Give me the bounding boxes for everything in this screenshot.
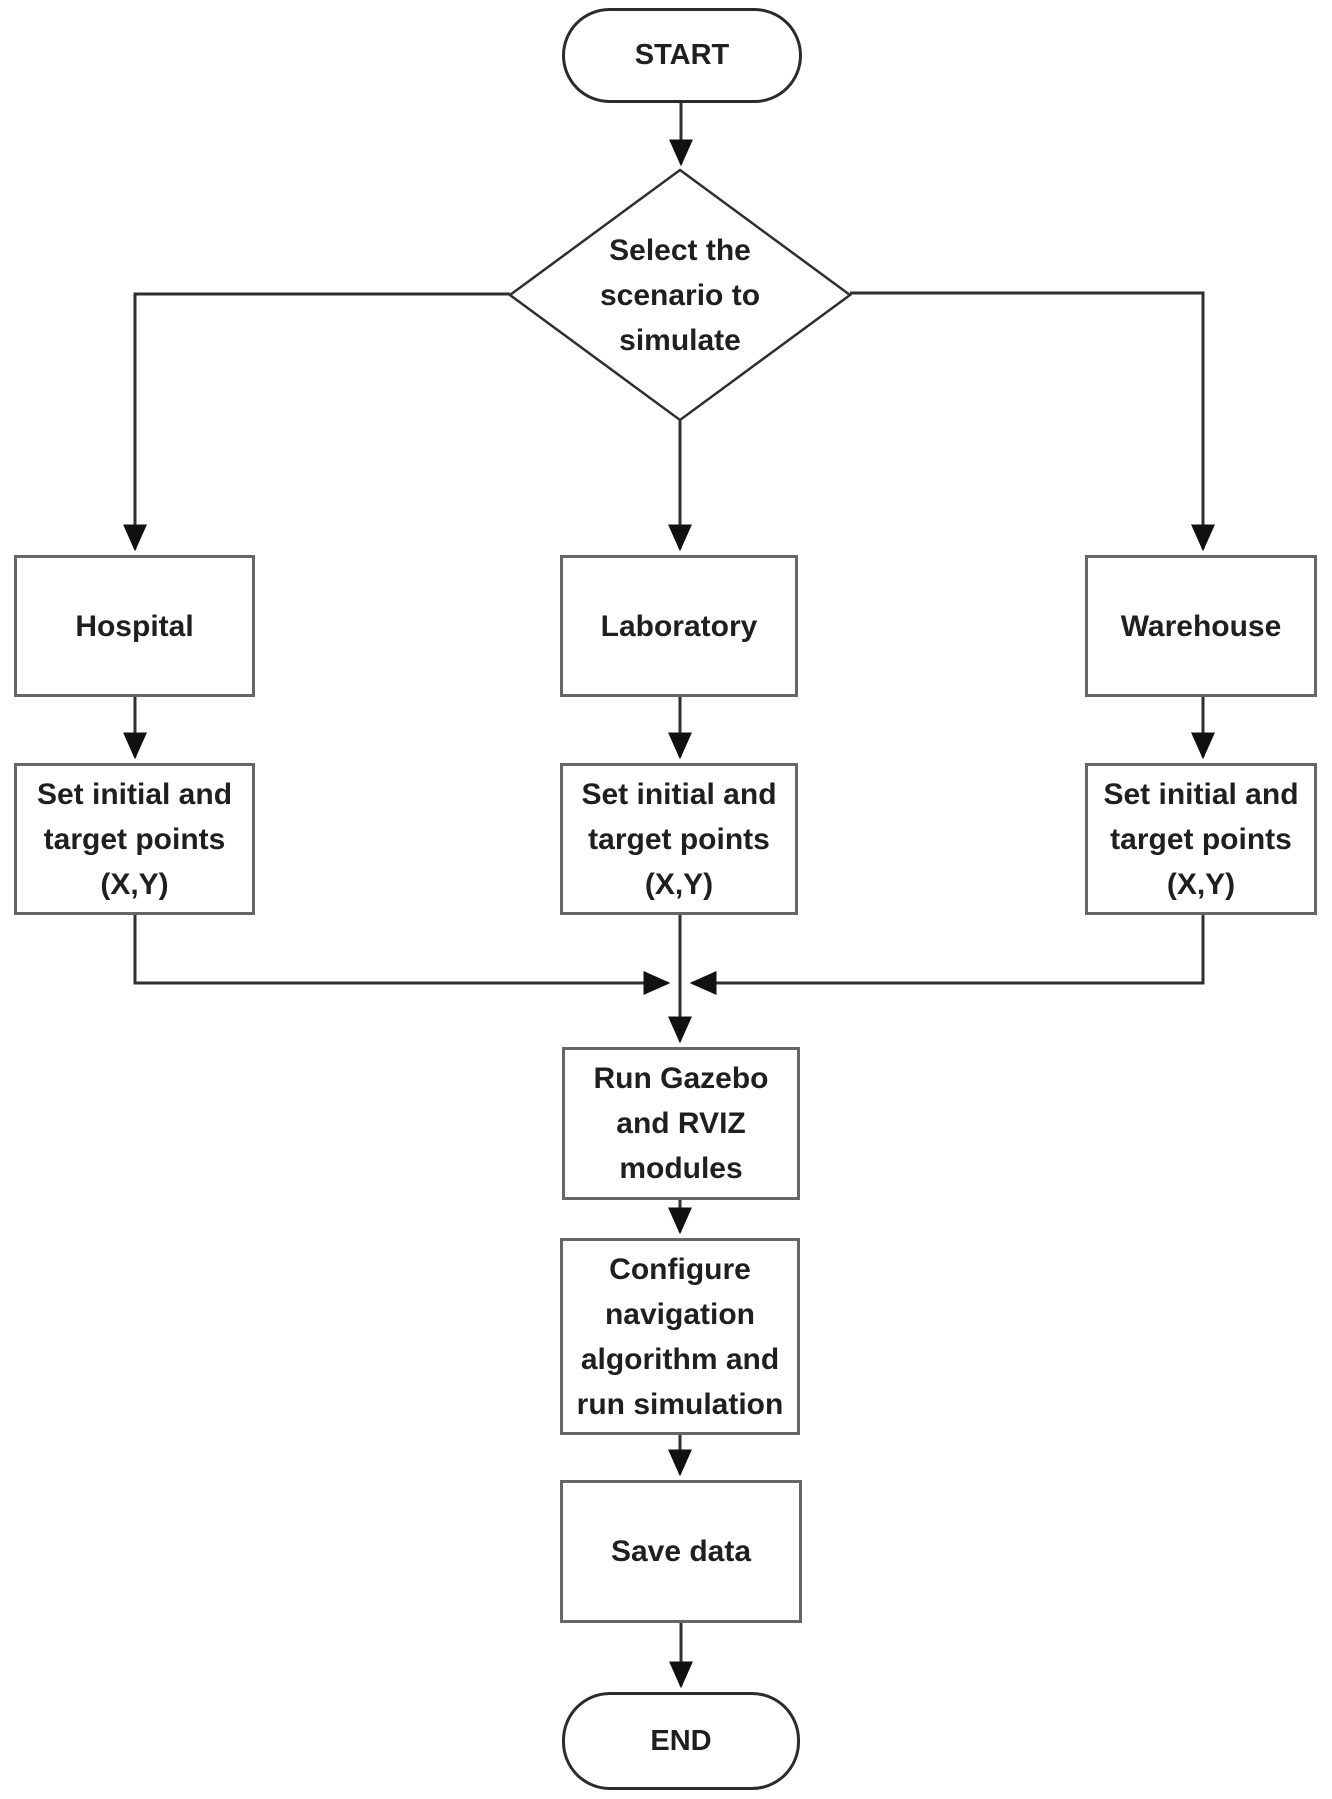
label-line: Configure xyxy=(609,1252,751,1286)
label-line: Set initial and xyxy=(581,777,777,811)
start-label: START xyxy=(634,39,730,71)
set-points-laboratory-node: Set initial and target points (X,Y) xyxy=(560,763,798,915)
label-line: Set initial and xyxy=(1103,777,1299,811)
label-line: algorithm and xyxy=(580,1342,780,1376)
label-line: target points xyxy=(588,822,770,856)
label-line: and RVIZ xyxy=(616,1107,746,1140)
label-line: Run Gazebo xyxy=(593,1062,769,1095)
warehouse-label: Warehouse xyxy=(1120,609,1282,643)
label-line: modules xyxy=(619,1152,743,1185)
set-points-hospital-node: Set initial and target points (X,Y) xyxy=(14,763,255,915)
label-line: target points xyxy=(43,822,226,856)
end-node: END xyxy=(562,1692,800,1790)
configure-node: Configure navigation algorithm and run s… xyxy=(560,1238,800,1435)
label-line: navigation xyxy=(604,1297,755,1331)
label-line: (X,Y) xyxy=(1166,867,1236,901)
save-data-label: Save data xyxy=(610,1535,752,1568)
laboratory-node: Laboratory xyxy=(560,555,798,697)
label-line: Select the xyxy=(609,234,751,267)
label-line: Set initial and xyxy=(36,777,233,811)
label-line: run simulation xyxy=(576,1387,784,1421)
warehouse-node: Warehouse xyxy=(1085,555,1317,697)
laboratory-label: Laboratory xyxy=(600,609,758,643)
connector-setpoints-right-join xyxy=(689,915,1205,995)
connector-decision-to-hospital xyxy=(123,292,510,552)
label-line: scenario to xyxy=(599,279,761,312)
save-data-node: Save data xyxy=(560,1480,802,1623)
start-node: START xyxy=(562,8,802,103)
connector-setpoints-left-join xyxy=(133,915,671,995)
decision-node-label: Select the scenario to simulate xyxy=(530,228,830,363)
label-line: (X,Y) xyxy=(100,867,169,901)
label-line: simulate xyxy=(619,324,741,357)
run-gazebo-node: Run Gazebo and RVIZ modules xyxy=(562,1047,800,1200)
end-label: END xyxy=(650,1724,712,1757)
hospital-node: Hospital xyxy=(14,555,255,697)
label-line: target points xyxy=(1110,822,1292,856)
hospital-label: Hospital xyxy=(75,609,194,643)
label-line: (X,Y) xyxy=(644,867,714,901)
connector-decision-to-warehouse xyxy=(850,291,1215,552)
set-points-warehouse-node: Set initial and target points (X,Y) xyxy=(1085,763,1317,915)
